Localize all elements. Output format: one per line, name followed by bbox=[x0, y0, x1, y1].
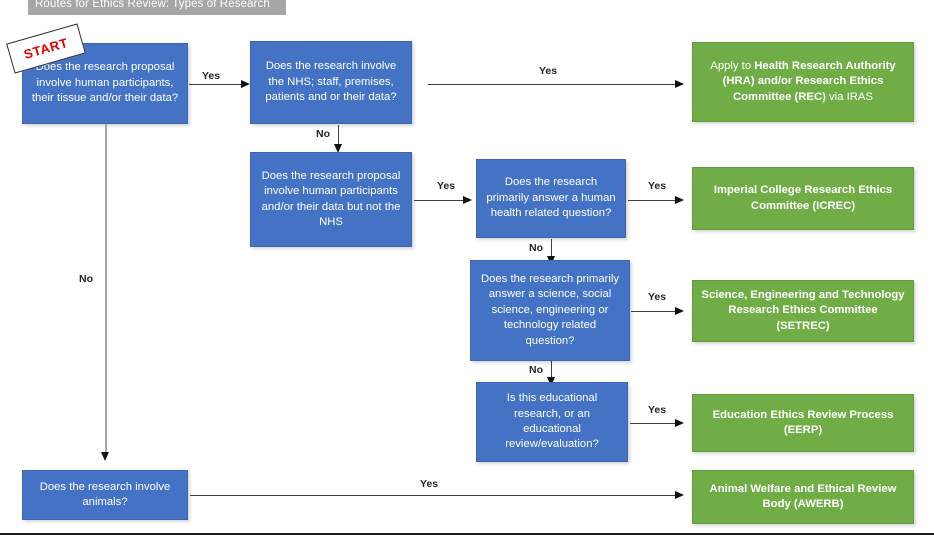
edge-label-nhs-yes: Yes bbox=[539, 65, 558, 77]
edge-health-to-science bbox=[551, 239, 552, 260]
decision-human-health-question[interactable]: Does the research primarily answer a hum… bbox=[476, 159, 626, 238]
outcome-setrec[interactable]: Science, Engineering and Technology Rese… bbox=[692, 280, 914, 342]
outcome-hra-rec-iras[interactable]: Apply to Health Research Authority (HRA)… bbox=[692, 42, 914, 122]
decision-science-question-label: Does the research primarily answer a sci… bbox=[480, 272, 620, 347]
arrowhead-animals-to-awerb bbox=[675, 490, 684, 499]
outcome-hra-suffix: via IRAS bbox=[825, 90, 873, 103]
arrowhead-human-to-animals bbox=[101, 452, 109, 461]
edge-human-to-nhs bbox=[189, 84, 242, 85]
edge-label-science-yes: Yes bbox=[648, 291, 667, 303]
arrowhead-science-to-setrec bbox=[675, 306, 684, 315]
decision-educational-research[interactable]: Is this educational research, or an educ… bbox=[476, 382, 628, 462]
outcome-hra-bold: Health Research Authority (HRA) and/or R… bbox=[722, 59, 896, 103]
outcome-setrec-label: Science, Engineering and Technology Rese… bbox=[701, 288, 905, 332]
decision-animals-label: Does the research involve animals? bbox=[39, 480, 171, 508]
arrowhead-health-to-icrec bbox=[675, 195, 684, 204]
decision-human-participants[interactable]: Does the research proposal involve human… bbox=[22, 43, 188, 124]
outcome-eerp-label: Education Ethics Review Process (EERP) bbox=[712, 408, 894, 436]
edge-science-to-education bbox=[551, 361, 552, 381]
decision-human-not-nhs[interactable]: Does the research proposal involve human… bbox=[250, 152, 412, 247]
outcome-awerb[interactable]: Animal Welfare and Ethical Review Body (… bbox=[692, 470, 914, 524]
edge-nhs-to-hra bbox=[428, 84, 676, 85]
outcome-awerb-label: Animal Welfare and Ethical Review Body (… bbox=[709, 482, 897, 510]
decision-human-participants-label: Does the research proposal involve human… bbox=[31, 61, 179, 105]
decision-animals[interactable]: Does the research involve animals? bbox=[22, 470, 188, 520]
edge-label-health-yes: Yes bbox=[648, 180, 667, 192]
edge-human-to-animals bbox=[105, 124, 107, 454]
edge-label-human-yes: Yes bbox=[202, 70, 221, 82]
edge-label-nhs-no: No bbox=[316, 128, 330, 140]
edge-label-human-no: No bbox=[79, 273, 93, 285]
edge-label-animals-yes: Yes bbox=[420, 478, 439, 490]
outcome-icrec[interactable]: Imperial College Research Ethics Committ… bbox=[692, 167, 914, 230]
arrowhead-nhs-to-hra bbox=[675, 79, 684, 88]
arrowhead-human-to-nhs bbox=[241, 79, 250, 88]
decision-human-not-nhs-label: Does the research proposal involve human… bbox=[261, 169, 401, 228]
edge-label-education-yes: Yes bbox=[648, 404, 667, 416]
decision-science-question[interactable]: Does the research primarily answer a sci… bbox=[470, 260, 630, 361]
arrowhead-education-to-eerp bbox=[675, 418, 684, 427]
edge-notnhs-to-health bbox=[414, 200, 464, 201]
arrowhead-notnhs-to-health bbox=[463, 195, 472, 204]
outcome-hra-prefix: Apply to bbox=[710, 59, 755, 72]
edge-label-science-no: No bbox=[529, 364, 543, 376]
edge-label-health-no: No bbox=[529, 242, 543, 254]
edge-health-to-icrec bbox=[628, 200, 676, 201]
page-title: Routes for Ethics Review: Types of Resea… bbox=[28, 0, 286, 15]
edge-science-to-setrec bbox=[631, 311, 676, 312]
decision-nhs-involvement[interactable]: Does the research involve the NHS; staff… bbox=[250, 41, 412, 124]
edge-nhs-to-notnhs bbox=[338, 125, 339, 148]
outcome-eerp[interactable]: Education Ethics Review Process (EERP) bbox=[692, 394, 914, 452]
start-badge-label: START bbox=[22, 35, 70, 62]
arrowhead-nhs-to-notnhs bbox=[334, 144, 342, 153]
edge-label-notnhs-yes: Yes bbox=[437, 180, 456, 192]
decision-human-health-question-label: Does the research primarily answer a hum… bbox=[486, 176, 616, 220]
outcome-hra-rec-iras-label: Apply to Health Research Authority (HRA)… bbox=[701, 59, 905, 105]
edge-animals-to-awerb bbox=[190, 495, 676, 496]
decision-educational-research-label: Is this educational research, or an educ… bbox=[505, 392, 599, 451]
arrowhead-science-to-education bbox=[547, 377, 555, 386]
decision-nhs-involvement-label: Does the research involve the NHS; staff… bbox=[265, 60, 397, 104]
page-bottom-rule bbox=[0, 533, 934, 535]
edge-education-to-eerp bbox=[630, 423, 676, 424]
outcome-icrec-label: Imperial College Research Ethics Committ… bbox=[713, 184, 893, 212]
